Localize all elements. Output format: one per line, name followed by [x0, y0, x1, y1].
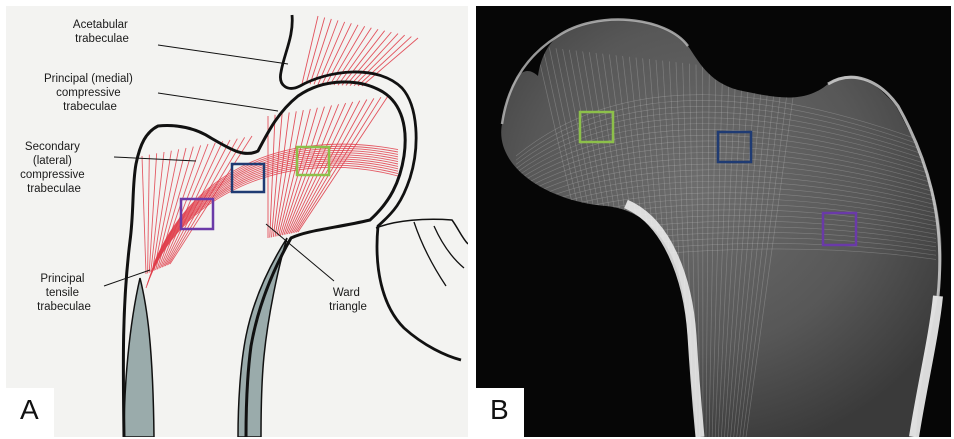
- tensile-arc: [155, 144, 398, 261]
- label-principal-tensile: Principal tensile trabeculae: [37, 273, 91, 313]
- trabecular-line: [334, 28, 371, 85]
- panel-b-radiograph: B: [476, 6, 951, 437]
- trabecular-line: [342, 31, 385, 86]
- label-principal-medial-compressive: Principal (medial) compressive trabecula…: [44, 73, 136, 113]
- panel-letter-a: A: [20, 394, 39, 426]
- trabecular-line: [282, 107, 324, 236]
- radiograph-svg: [476, 6, 951, 437]
- femur-diagram-svg: Acetabular trabeculae Principal (medial)…: [6, 6, 468, 437]
- panel-letter-b: B: [490, 394, 509, 426]
- trabecular-line: [286, 104, 339, 234]
- label-ward-triangle: Ward triangle: [329, 287, 367, 313]
- leader-principal-medial: [158, 93, 278, 111]
- trabecular-line: [142, 156, 146, 274]
- trabecular-line: [350, 34, 398, 86]
- leader-acetabular: [158, 45, 288, 64]
- acetabular-trabeculae-lines: [302, 16, 418, 86]
- trabecular-line: [148, 155, 150, 274]
- panel-a-diagram: Acetabular trabeculae Principal (medial)…: [6, 6, 468, 437]
- pelvis-detail-line-2: [414, 222, 446, 286]
- lateral-cortex: [124, 278, 154, 437]
- trabecular-line: [358, 37, 411, 86]
- trabecular-line: [270, 115, 275, 238]
- acetabulum-outline: [280, 15, 461, 360]
- pelvis-detail-line: [376, 219, 468, 244]
- label-secondary-lateral-compressive: Secondary (lateral) compressive trabecul…: [20, 141, 88, 195]
- label-acetabular-trabeculae: Acetabular trabeculae: [73, 19, 131, 45]
